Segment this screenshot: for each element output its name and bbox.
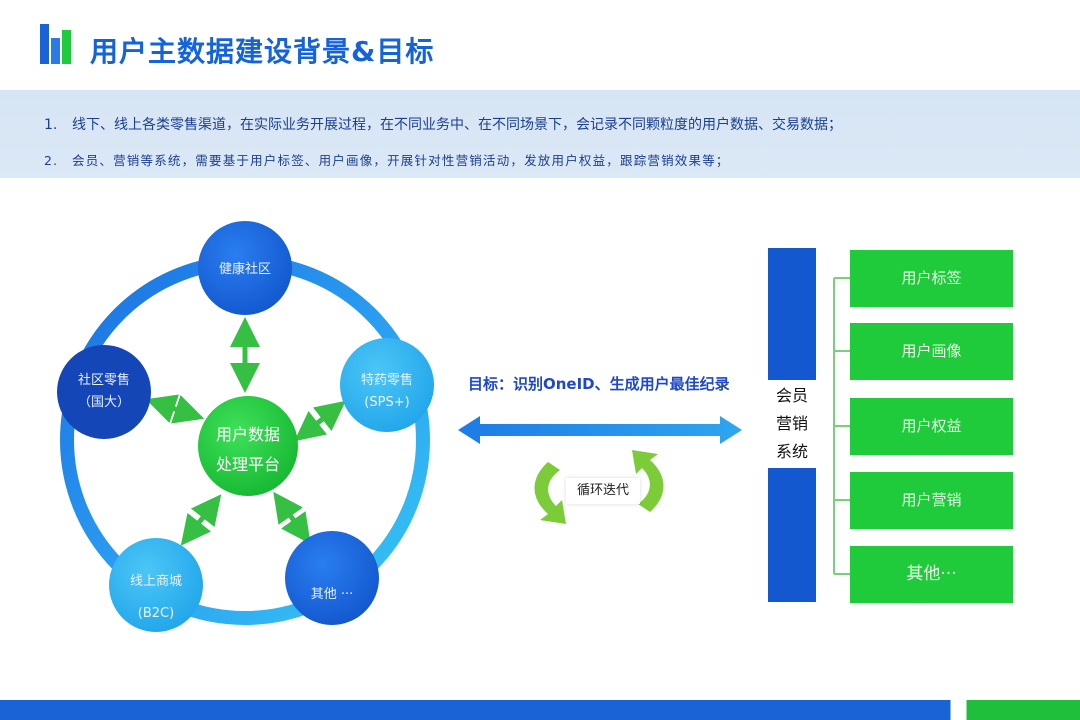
node-label-health: 健康社区 <box>198 259 292 281</box>
node-community-retail <box>57 345 151 439</box>
node-label-community-retail: 社区零售 （国大） <box>57 370 151 414</box>
center-label-line: 用户数据 <box>215 425 280 444</box>
link-arrow <box>180 494 222 546</box>
tag-connector <box>833 277 850 575</box>
marketing-system-label: 会员 营销 系统 <box>768 380 816 468</box>
tag-user-labels: 用户标签 <box>850 250 1013 307</box>
tag-others: 其他··· <box>850 546 1013 603</box>
goal-double-arrow <box>458 416 742 444</box>
node-specialty-pharmacy <box>340 338 434 432</box>
tag-label: 用户画像 <box>901 342 962 360</box>
goal-text: 目标：识别OneID、生成用户最佳纪录 <box>468 375 730 393</box>
center-node-label: 用户数据 处理平台 <box>198 420 298 480</box>
node-label-specialty: 特药零售 (SPS+) <box>340 370 434 414</box>
system-label-line: 系统 <box>775 442 808 461</box>
system-label-line: 会员 <box>775 386 808 405</box>
background-notes: 1. 线下、线上各类零售渠道，在实际业务开展过程，在不同业务中、在不同场景下，会记… <box>0 90 1080 178</box>
node-label-line: (SPS+) <box>364 395 410 410</box>
node-health-community <box>198 221 292 315</box>
link-arrow <box>294 400 346 442</box>
tag-label: 用户营销 <box>901 491 962 509</box>
loop-label: 循环迭代 <box>566 478 640 504</box>
note-item: 2. 会员、营销等系统，需要基于用户标签、用户画像，开展针对性营销活动，发放用户权… <box>44 150 730 169</box>
center-label-line: 处理平台 <box>215 455 280 474</box>
link-arrow <box>145 394 205 424</box>
note-number: 1. <box>44 117 58 133</box>
node-label-line: 特药零售 <box>360 373 413 388</box>
tag-label: 其他··· <box>906 564 957 584</box>
note-number: 2. <box>44 153 59 168</box>
tag-user-benefits: 用户权益 <box>850 398 1013 455</box>
node-others <box>285 531 379 625</box>
diagram-canvas <box>57 221 850 632</box>
footer-bar <box>0 700 1080 720</box>
note-text: 会员、营销等系统，需要基于用户标签、用户画像，开展针对性营销活动，发放用户权益，… <box>72 153 730 168</box>
link-arrow <box>273 491 311 545</box>
node-label-others: 其他 ··· <box>285 584 379 606</box>
node-online-mall <box>109 538 203 632</box>
bar-chart-logo-icon <box>40 24 71 64</box>
cycle-arrow-icon <box>632 450 664 512</box>
node-label-line: （国大） <box>77 395 130 410</box>
note-text: 线下、线上各类零售渠道，在实际业务开展过程，在不同业务中、在不同场景下，会记录不… <box>72 117 842 133</box>
tag-user-marketing: 用户营销 <box>850 472 1013 529</box>
tag-label: 用户标签 <box>901 269 962 287</box>
cycle-arrow-icon <box>534 462 566 524</box>
page-title: 用户主数据建设背景&目标 <box>90 35 435 68</box>
tag-user-profile: 用户画像 <box>850 323 1013 380</box>
node-label-line: 健康社区 <box>218 262 271 277</box>
tag-label: 用户权益 <box>901 417 962 435</box>
note-item: 1. 线下、线上各类零售渠道，在实际业务开展过程，在不同业务中、在不同场景下，会记… <box>44 114 842 134</box>
node-label-line: 社区零售 <box>77 373 130 388</box>
node-label-line: (B2C) <box>137 606 175 621</box>
node-label-line: 其他 ··· <box>310 587 354 602</box>
node-label-line: 线上商城 <box>129 574 182 589</box>
center-node <box>198 396 298 496</box>
node-label-online-mall: 线上商城 (B2C) <box>109 566 203 630</box>
system-label-line: 营销 <box>775 414 808 433</box>
